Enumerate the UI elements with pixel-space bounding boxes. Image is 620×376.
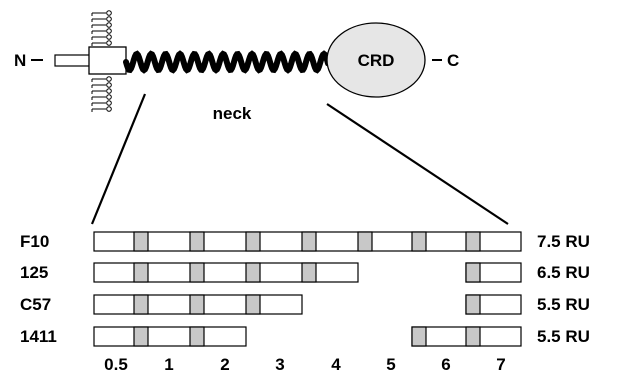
lipid-head (106, 76, 112, 82)
repeat-spacer (189, 326, 205, 347)
lipid-head (106, 106, 112, 112)
variant-row: C57 5.5 RU (20, 294, 590, 315)
axis-tick-label: 4 (331, 355, 341, 374)
axis-tick-label: 3 (275, 355, 284, 374)
crd-label: CRD (358, 51, 395, 70)
repeat-spacer (411, 326, 427, 347)
repeat-count: 5.5 RU (537, 327, 590, 346)
repeat-spacer (133, 294, 149, 315)
axis-tick-label: 2 (220, 355, 229, 374)
repeat-spacer (189, 231, 205, 252)
lipid-head (106, 10, 112, 16)
lipid-head (106, 82, 112, 88)
crd-domain (326, 22, 426, 98)
repeat-block (93, 326, 247, 347)
repeat-spacer (411, 231, 427, 252)
axis-tick-label: 7 (496, 355, 505, 374)
lipid-head (106, 40, 112, 46)
variant-row: F10 7.5 RU (20, 231, 590, 252)
protein-schematic: N CRD C neck (14, 10, 509, 225)
repeat-spacer (465, 326, 481, 347)
repeat-spacer (301, 262, 317, 283)
lipid-head (106, 94, 112, 100)
repeat-spacer (465, 262, 481, 283)
axis-tick-label: 5 (386, 355, 395, 374)
lipid-head (106, 34, 112, 40)
n-terminus-label: N (14, 51, 26, 70)
repeat-count: 6.5 RU (537, 263, 590, 282)
variant-rows: F10 7.5 RU 125 6.5 RU C57 5.5 RU 1411 5.5 RU (20, 231, 590, 347)
variant-row: 125 6.5 RU (20, 262, 590, 283)
neck-label: neck (213, 104, 252, 123)
axis-tick-label: 0.5 (104, 355, 128, 374)
repeat-spacer (133, 326, 149, 347)
c-terminus-label: C (447, 51, 459, 70)
repeat-spacer (133, 262, 149, 283)
lipid-head (106, 28, 112, 34)
lipid-head (106, 16, 112, 22)
repeat-spacer (301, 231, 317, 252)
lipid-head (106, 22, 112, 28)
axis-tick-label: 1 (164, 355, 173, 374)
variant-name: C57 (20, 295, 51, 314)
repeat-axis: 0.5 1 2 3 4 5 6 7 (104, 355, 506, 374)
variant-row: 1411 5.5 RU (20, 326, 590, 347)
repeat-spacer (245, 231, 261, 252)
cytoplasmic-tail (54, 54, 92, 67)
repeat-spacer (465, 231, 481, 252)
repeat-block (93, 262, 359, 283)
repeat-spacer (357, 231, 373, 252)
repeat-spacer (245, 262, 261, 283)
repeat-count: 5.5 RU (537, 295, 590, 314)
neck-coiled-coil (123, 50, 331, 74)
repeat-spacer (189, 294, 205, 315)
repeat-spacer (189, 262, 205, 283)
repeat-spacer (245, 294, 261, 315)
lipid-head (106, 88, 112, 94)
zoom-line-left (90, 93, 147, 225)
repeat-count: 7.5 RU (537, 232, 590, 251)
variant-name: F10 (20, 232, 49, 251)
transmembrane-domain (88, 46, 127, 75)
repeat-spacer (465, 294, 481, 315)
lipid-head (106, 100, 112, 106)
variant-name: 125 (20, 263, 48, 282)
axis-tick-label: 6 (441, 355, 450, 374)
repeat-spacer (133, 231, 149, 252)
variant-name: 1411 (20, 327, 57, 346)
lipid-bilayer (91, 10, 112, 112)
zoom-line-right (326, 103, 509, 225)
